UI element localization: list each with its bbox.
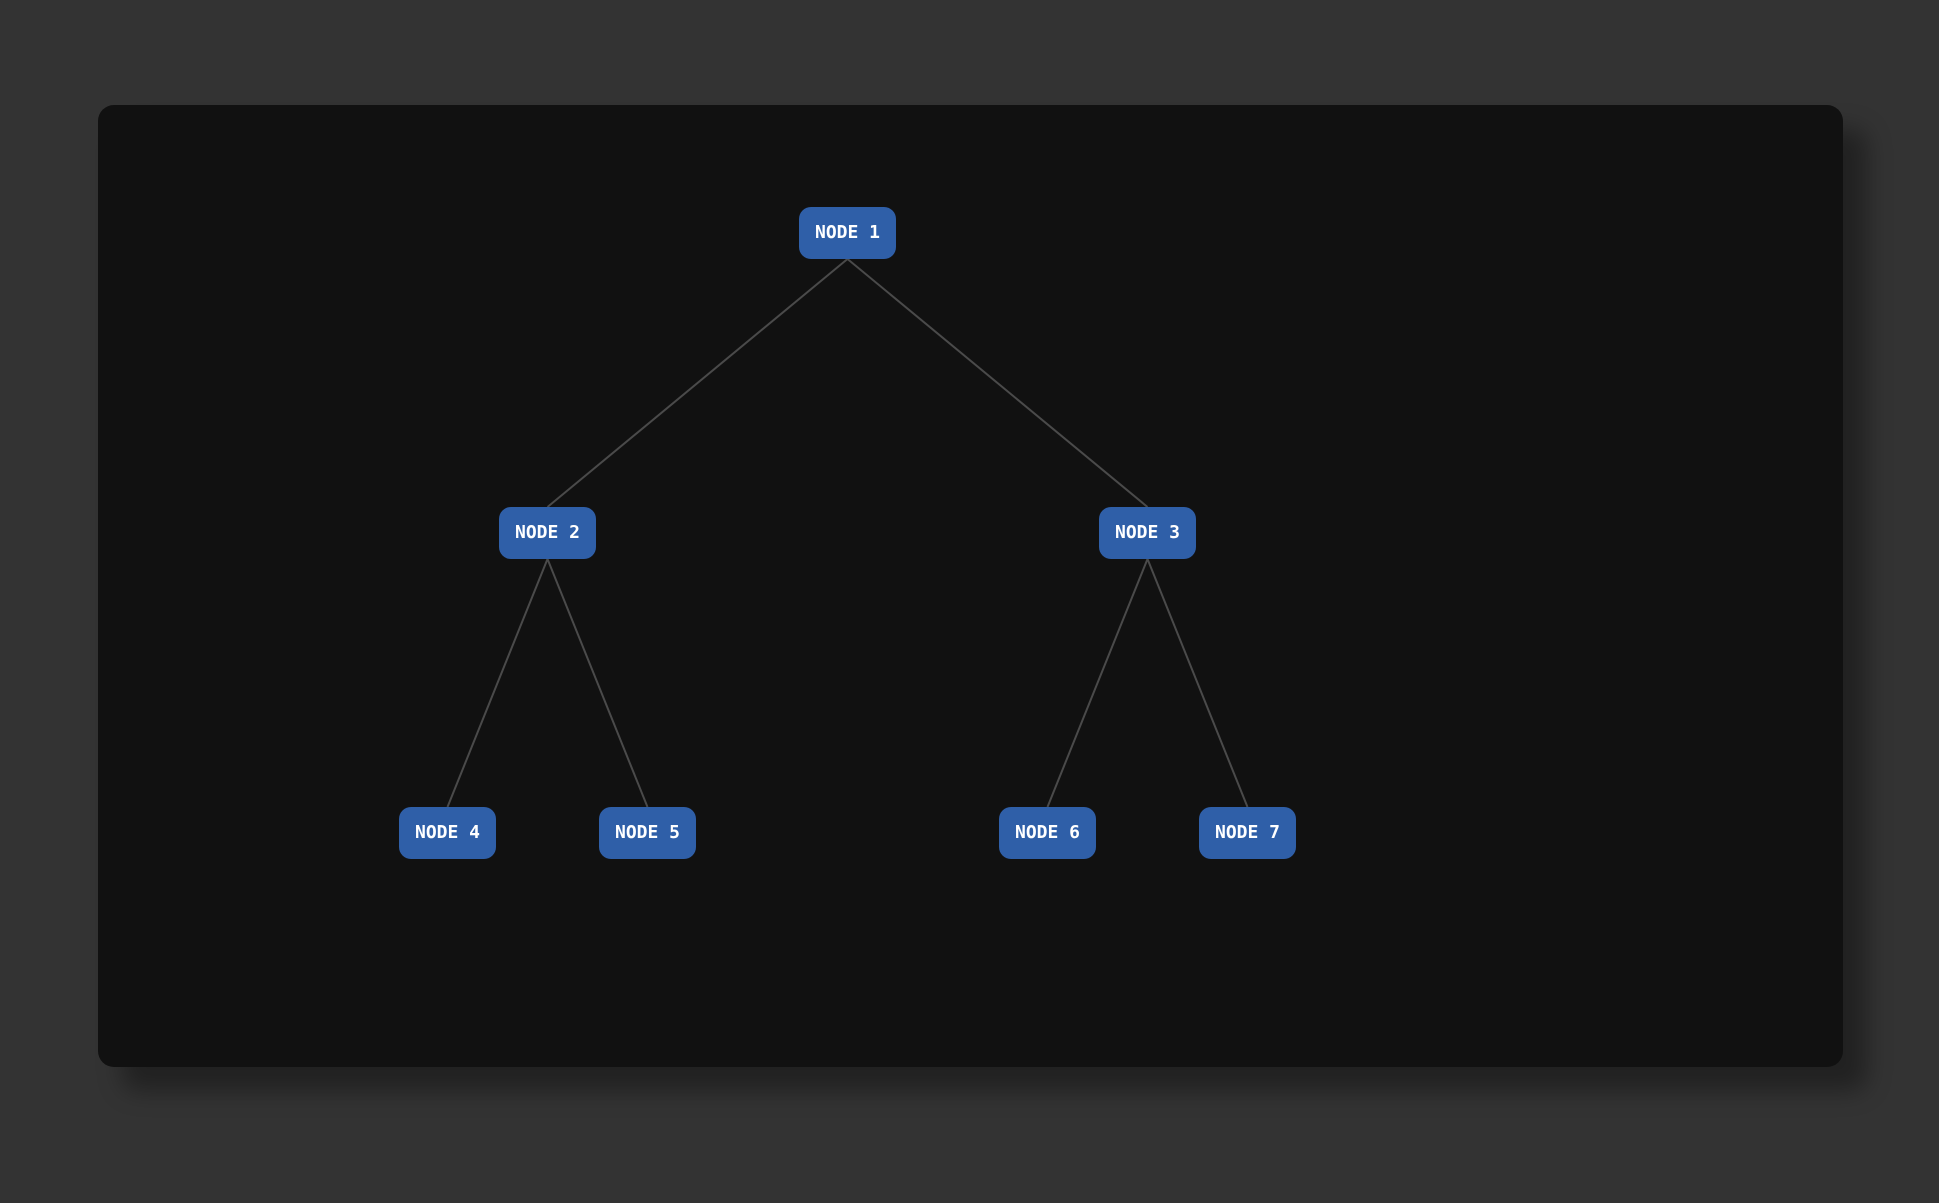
node-7[interactable]: NODE 7: [1199, 807, 1296, 859]
edge-n1-n2: [546, 258, 849, 508]
diagram-canvas: NODE 1 NODE 2 NODE 3 NODE 4 NODE 5 NODE …: [98, 105, 1843, 1067]
node-6[interactable]: NODE 6: [999, 807, 1096, 859]
edges-layer: [446, 258, 1249, 808]
edge-n2-n4: [446, 558, 549, 808]
node-4[interactable]: NODE 4: [399, 807, 496, 859]
edge-n2-n5: [546, 558, 649, 808]
edge-n1-n3: [846, 258, 1149, 508]
node-3[interactable]: NODE 3: [1099, 507, 1196, 559]
node-2[interactable]: NODE 2: [499, 507, 596, 559]
node-1[interactable]: NODE 1: [799, 207, 896, 259]
node-5[interactable]: NODE 5: [599, 807, 696, 859]
edge-n3-n6: [1046, 558, 1149, 808]
edge-n3-n7: [1146, 558, 1249, 808]
